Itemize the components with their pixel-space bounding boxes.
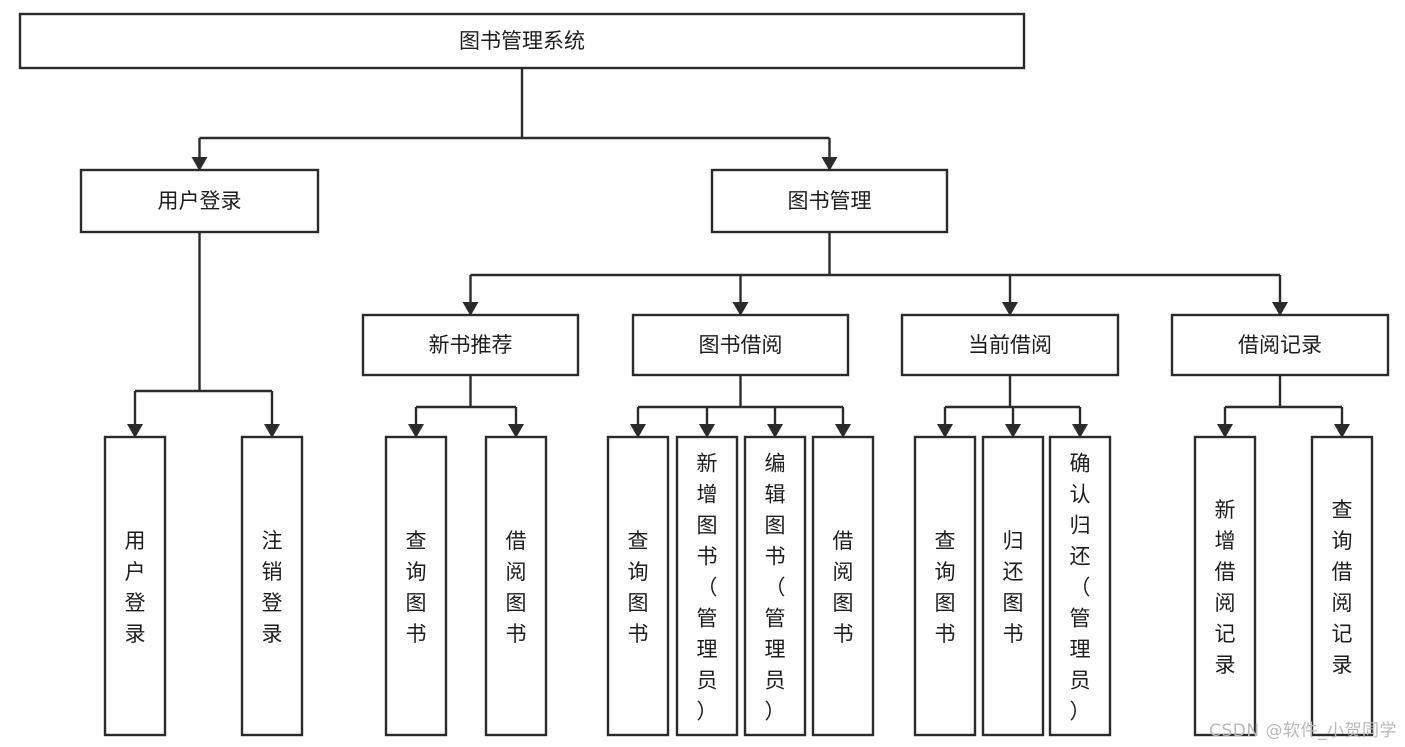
node-box[interactable] [384, 435, 448, 737]
node-box[interactable] [675, 435, 739, 737]
arrow-head [732, 302, 749, 316]
node-label: 查询图书 [628, 529, 649, 646]
node-label: 图书管理系统 [459, 29, 585, 53]
node-label: 图书管理 [788, 189, 872, 213]
arrow-head [264, 424, 280, 438]
leaf-node-leaf-confirm-return-admin[interactable]: 确认归还（管理员） [1048, 435, 1112, 737]
arrow-head [1217, 424, 1233, 438]
node-label: 注销登录 [262, 529, 283, 646]
leaf-node-leaf-query-book-current[interactable]: 查询图书 [913, 435, 977, 737]
arrow-head [127, 424, 143, 438]
connector-group-new-book-recommend [408, 375, 524, 438]
node-label: 编辑图书（管理员） [765, 452, 786, 724]
node-box[interactable] [103, 435, 167, 737]
arrow-head [767, 424, 783, 438]
leaf-node-leaf-return-book[interactable]: 归还图书 [981, 435, 1045, 737]
arrow-head [191, 157, 208, 171]
leaf-node-leaf-edit-book-admin[interactable]: 编辑图书（管理员） [743, 435, 807, 737]
arrow-head [508, 424, 524, 438]
leaf-node-leaf-query-borrow-record[interactable]: 查询借阅记录 [1310, 435, 1374, 737]
node-label: 用户登录 [158, 189, 242, 213]
arrow-head [699, 424, 715, 438]
node-label: 查询图书 [406, 529, 427, 646]
arrow-head [821, 157, 838, 171]
leaf-node-leaf-add-book-admin[interactable]: 新增图书（管理员） [675, 435, 739, 737]
arrow-head [408, 424, 424, 438]
connector-group-book-management [462, 232, 1288, 316]
leaf-node-leaf-logout[interactable]: 注销登录 [240, 435, 304, 737]
node-label: 用户登录 [125, 529, 146, 646]
node-label: 新增图书（管理员） [697, 452, 718, 724]
node-label: 借阅图书 [833, 529, 854, 646]
leaf-node-leaf-query-book-borrow[interactable]: 查询图书 [606, 435, 670, 737]
level3-node-book-borrow[interactable]: 图书借阅 [631, 313, 850, 377]
level3-node-current-borrow[interactable]: 当前借阅 [900, 313, 1120, 377]
node-box[interactable] [79, 168, 320, 234]
node-box[interactable] [240, 435, 304, 737]
connector-group-book-borrow [630, 375, 851, 438]
node-label: 确认归还（管理员） [1070, 452, 1091, 724]
node-box[interactable] [1170, 313, 1390, 377]
node-box[interactable] [361, 313, 580, 377]
arrow-head [937, 424, 953, 438]
node-box[interactable] [484, 435, 548, 737]
arrow-head [1334, 424, 1350, 438]
level3-node-borrow-record[interactable]: 借阅记录 [1170, 313, 1390, 377]
node-box[interactable] [1048, 435, 1112, 737]
node-label: 归还图书 [1003, 529, 1024, 646]
leaf-node-leaf-query-book-recommend[interactable]: 查询图书 [384, 435, 448, 737]
node-box[interactable] [811, 435, 875, 737]
leaf-node-leaf-borrow-book[interactable]: 借阅图书 [811, 435, 875, 737]
node-label: 当前借阅 [968, 333, 1052, 357]
node-box[interactable] [18, 12, 1026, 70]
level2-node-user-login[interactable]: 用户登录 [79, 168, 320, 234]
node-box[interactable] [1310, 435, 1374, 737]
level3-node-new-book-recommend[interactable]: 新书推荐 [361, 313, 580, 377]
connector-group-borrow-record [1217, 375, 1350, 438]
node-box[interactable] [631, 313, 850, 377]
arrow-head [1005, 424, 1021, 438]
arrow-head [1072, 424, 1088, 438]
node-box[interactable] [743, 435, 807, 737]
arrow-head [462, 302, 479, 316]
node-box[interactable] [900, 313, 1120, 377]
node-box[interactable] [710, 168, 949, 234]
leaf-node-leaf-user-login[interactable]: 用户登录 [103, 435, 167, 737]
node-box[interactable] [1193, 435, 1257, 737]
leaf-node-leaf-add-borrow-record[interactable]: 新增借阅记录 [1193, 435, 1257, 737]
arrow-head [1272, 302, 1288, 316]
arrow-head [1002, 302, 1018, 316]
node-box[interactable] [606, 435, 670, 737]
connector-group-user-login [127, 232, 280, 438]
node-box[interactable] [981, 435, 1045, 737]
node-label: 查询图书 [935, 529, 956, 646]
root-node-root[interactable]: 图书管理系统 [18, 12, 1026, 70]
node-label: 新书推荐 [429, 333, 513, 357]
level2-node-book-management[interactable]: 图书管理 [710, 168, 949, 234]
watermark-text: CSDN @软件_小贺同学 [1209, 721, 1397, 741]
node-label: 借阅记录 [1238, 333, 1322, 357]
node-label: 查询借阅记录 [1332, 498, 1353, 677]
arrow-head [835, 424, 851, 438]
node-box[interactable] [913, 435, 977, 737]
connector-group-current-borrow [937, 375, 1088, 438]
arrow-head [630, 424, 646, 438]
connector-group-root [191, 68, 838, 171]
node-label: 图书借阅 [699, 333, 783, 357]
node-label: 借阅图书 [506, 529, 527, 646]
node-label: 新增借阅记录 [1215, 498, 1236, 677]
leaf-node-leaf-borrow-book-recommend[interactable]: 借阅图书 [484, 435, 548, 737]
